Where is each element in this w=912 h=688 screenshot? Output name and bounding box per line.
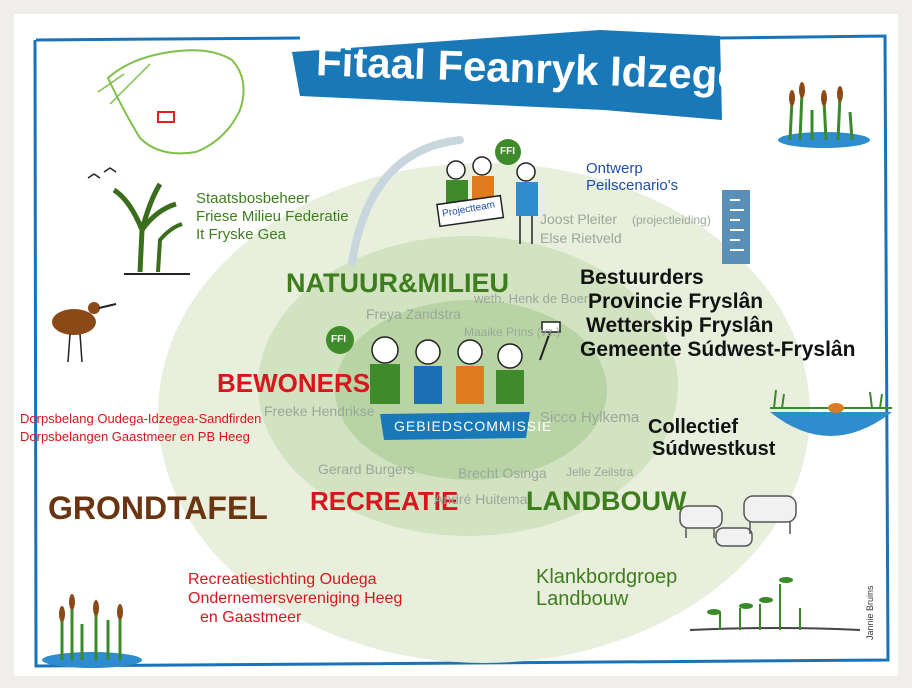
natuur-member-1: Staatsbosbeheer xyxy=(196,190,310,207)
bewoners-member-1: Dorpsbelang Oudega-Idzegea-Sandfirden xyxy=(20,411,262,426)
natuur-person: Freya Zandstra xyxy=(366,306,461,322)
bewoners-person: Freeke Hendrikse xyxy=(264,403,375,419)
joost-pleiter: Joost Pleiter xyxy=(540,211,618,227)
ontwerp-block: Ontwerp Peilscenario's xyxy=(586,160,678,194)
collectief-line-1: Collectief xyxy=(648,416,739,438)
ffi-badge-center: FFI xyxy=(331,334,346,345)
recreatie-member-1: Recreatiestichting Oudega xyxy=(188,571,377,588)
bestuurders-member-2: Wetterskip Fryslân xyxy=(586,314,774,337)
center-label: GEBIEDSCOMMISSIE xyxy=(394,418,553,434)
bewoners-member-2: Dorpsbelangen Gaastmeer en PB Heeg xyxy=(20,429,250,444)
maaike-prins: Maaike Prins (vz.) xyxy=(464,325,561,339)
recreatie-member-2: Ondernemersvereniging Heeg xyxy=(188,590,403,607)
ontwerp-line-1: Ontwerp xyxy=(586,160,643,177)
bewoners-heading: BEWONERS xyxy=(217,368,371,398)
landbouw-member-1: Klankbordgroep xyxy=(536,566,678,588)
landbouw-person-2: Jelle Zeilstra xyxy=(566,465,634,479)
landbouw-members: Klankbordgroep Landbouw xyxy=(536,566,677,610)
collectief-line-2: Súdwestkust xyxy=(652,438,776,460)
bewoners-members: Dorpsbelang Oudega-Idzegea-Sandfirden Do… xyxy=(20,410,261,446)
ffi-badge-top: FFI xyxy=(500,146,515,157)
natuur-member-2: Friese Milieu Federatie xyxy=(196,208,349,225)
projectleiding-note: (projectleiding) xyxy=(632,213,711,227)
natuur-members: Staatsbosbeheer Friese Milieu Federatie … xyxy=(196,190,349,244)
natuur-member-3: It Fryske Gea xyxy=(196,226,287,243)
henk-de-boer: weth. Henk de Boer xyxy=(474,291,589,306)
bestuurders-block: Bestuurders Provincie Fryslân Wetterskip… xyxy=(580,266,855,362)
else-rietveld: Else Rietveld xyxy=(540,230,622,246)
grondtafel-heading: GRONDTAFEL xyxy=(48,490,268,526)
sicco-hylkema: Sicco Hylkema xyxy=(540,409,640,426)
artist-signature: Jannie Bruins xyxy=(865,585,875,640)
bestuurders-member-1: Provincie Fryslân xyxy=(588,290,764,313)
landbouw-heading: LANDBOUW xyxy=(526,486,687,516)
bestuurders-heading: Bestuurders xyxy=(580,266,704,289)
recreatie-heading: RECREATIE xyxy=(310,486,459,516)
landbouw-person-3: André Huitema xyxy=(434,491,528,507)
ontwerp-line-2: Peilscenario's xyxy=(586,177,679,194)
collectief-block: Collectief Súdwestkust xyxy=(648,416,775,460)
landbouw-member-2: Landbouw xyxy=(536,588,629,610)
recreatie-person: Gerard Burgers xyxy=(318,461,415,477)
bestuurders-member-3: Gemeente Súdwest-Fryslân xyxy=(580,338,856,361)
natuur-heading: NATUUR&MILIEU xyxy=(286,268,509,298)
recreatie-members: Recreatiestichting Oudega Ondernemersver… xyxy=(188,570,402,627)
recreatie-member-3: en Gaastmeer xyxy=(200,609,302,626)
landbouw-person-1: Brecht Osinga xyxy=(458,465,547,481)
